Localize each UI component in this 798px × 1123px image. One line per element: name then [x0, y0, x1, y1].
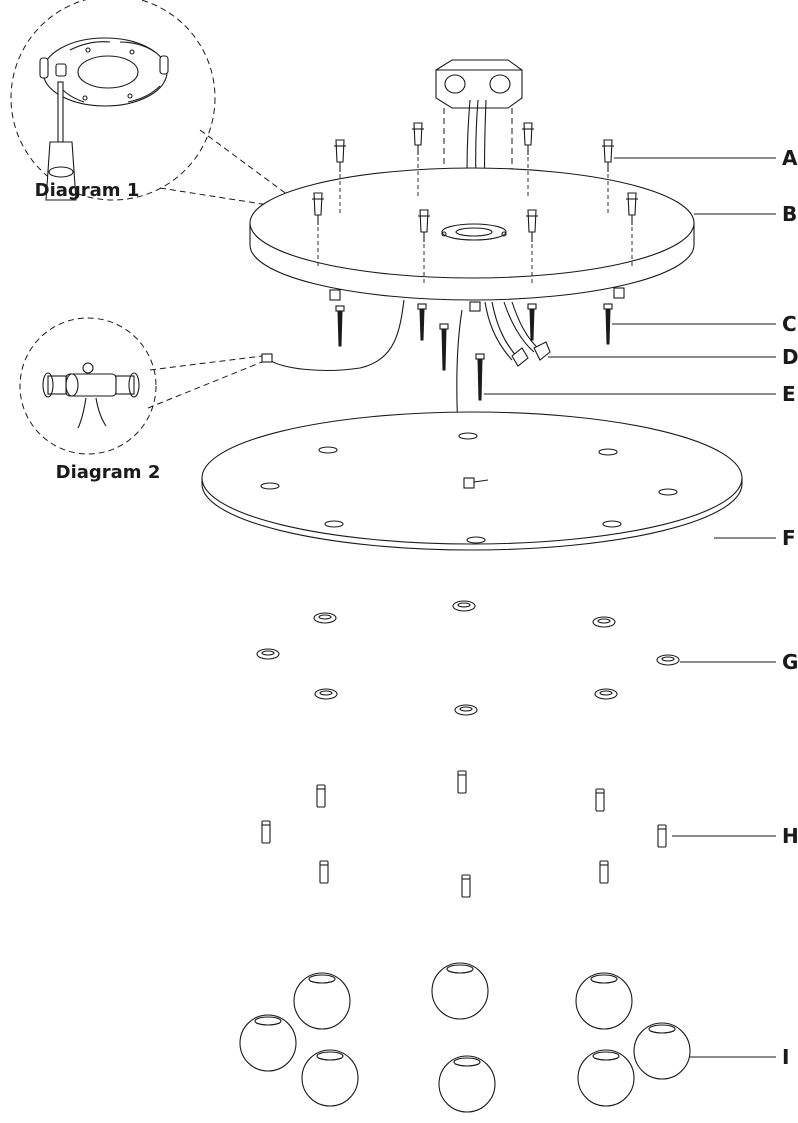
mounting-screws — [335, 303, 613, 401]
part-label-f: F — [782, 526, 796, 550]
part-label-c: C — [782, 312, 797, 336]
washers — [256, 600, 680, 716]
wall-anchor — [418, 209, 430, 284]
diagram-2-callout: Diagram 2 — [19, 317, 273, 483]
diagram-2-label: Diagram 2 — [56, 462, 161, 483]
mounting-screw — [417, 303, 427, 341]
plate-hole — [658, 488, 678, 496]
socket — [319, 860, 329, 884]
socket — [595, 788, 605, 812]
wall-anchor — [602, 139, 614, 214]
plate-hole — [598, 448, 618, 456]
mounting-screw — [475, 353, 485, 401]
glass-globe — [633, 1022, 691, 1080]
washer — [256, 648, 280, 660]
wall-anchor — [412, 122, 424, 197]
glass-globe — [438, 1055, 496, 1113]
glass-globe — [575, 972, 633, 1030]
glass-globe — [301, 1049, 359, 1107]
plate-hole — [602, 520, 622, 528]
sockets — [261, 770, 667, 898]
glass-globe — [293, 972, 351, 1030]
washer — [452, 600, 476, 612]
mounting-screw — [603, 303, 613, 345]
part-label-i: I — [782, 1045, 789, 1069]
plate-hole — [458, 432, 478, 440]
socket — [599, 860, 609, 884]
washer — [313, 612, 337, 624]
part-label-b: B — [782, 202, 797, 226]
washer — [656, 654, 680, 666]
canopy-plate — [249, 167, 695, 312]
wall-anchor — [522, 122, 534, 197]
glass-globe — [577, 1049, 635, 1107]
socket — [316, 784, 326, 808]
socket — [461, 874, 471, 898]
part-label-e: E — [782, 382, 796, 406]
wall-anchor — [312, 192, 324, 267]
socket — [457, 770, 467, 794]
diagram-1-label: Diagram 1 — [35, 180, 140, 201]
glass-globes — [239, 962, 691, 1113]
wall-anchor — [334, 139, 346, 214]
mounting-screw — [439, 323, 449, 371]
part-label-h: H — [782, 824, 798, 848]
washer — [592, 616, 616, 628]
plate-hole — [466, 536, 486, 544]
socket — [261, 820, 271, 844]
part-label-a: A — [782, 146, 798, 170]
mounting-screw — [335, 305, 345, 347]
mounting-screw — [527, 303, 537, 341]
plate-hole — [260, 482, 280, 490]
part-labels: A B CDE F G H I — [484, 146, 798, 1069]
part-label-g: G — [782, 650, 798, 674]
washer — [594, 688, 618, 700]
glass-globe — [431, 962, 489, 1020]
wall-anchors — [312, 122, 638, 284]
plate-hole — [318, 446, 338, 454]
socket — [657, 824, 667, 848]
washer — [314, 688, 338, 700]
part-label-d: D — [782, 345, 798, 369]
glass-globe — [239, 1014, 297, 1072]
wall-anchor — [526, 209, 538, 284]
wall-anchor — [626, 192, 638, 267]
diagram-1-callout: Diagram 1 — [10, 0, 293, 207]
plate-hole — [324, 520, 344, 528]
washer — [454, 704, 478, 716]
glass-plate — [201, 411, 743, 551]
